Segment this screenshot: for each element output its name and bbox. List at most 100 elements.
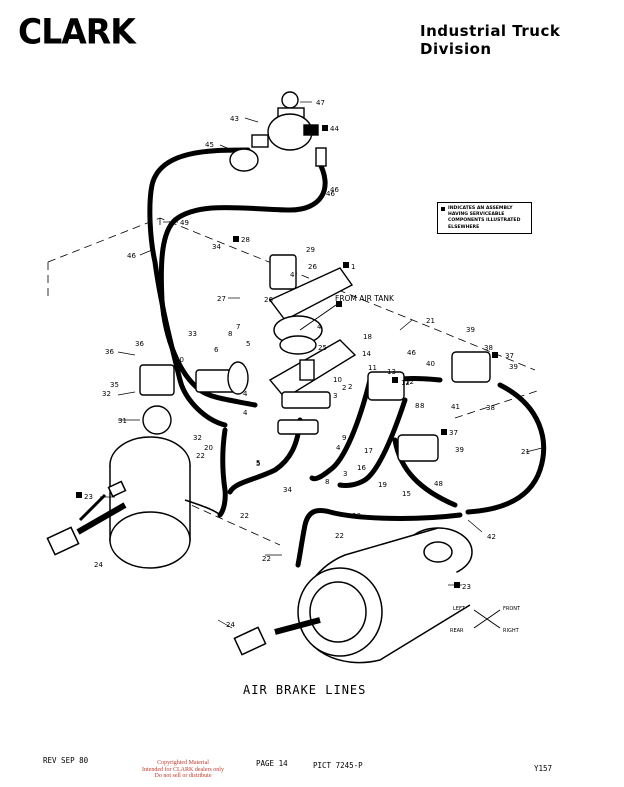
callout: 4 [336, 444, 341, 452]
clark-logo: CLARK [18, 11, 136, 52]
direction-compass [473, 609, 501, 629]
leader-lines [100, 101, 543, 629]
direction-right: RIGHT [503, 628, 520, 634]
legend-line-2: HAVING SERVICEABLE [448, 212, 505, 218]
callout: 12 [401, 379, 410, 387]
callout: 40 [426, 360, 435, 368]
left-valve-assembly [139, 361, 249, 435]
callout: 26 [308, 263, 317, 271]
callout: 22 [196, 452, 205, 460]
callout: 8 [420, 402, 424, 410]
callout: 39 [455, 446, 464, 454]
picture-number: PICT 7245-P [313, 761, 363, 770]
callout: 46 [407, 349, 416, 357]
callout: 19 [378, 481, 387, 489]
callout: 21 [521, 448, 530, 456]
callout: 2 [342, 384, 346, 392]
callout: 48 [434, 480, 443, 488]
callout: 34 [212, 243, 221, 251]
callout: 20 [204, 444, 213, 452]
legend-line-3: COMPONENTS ILLUSTRATED [448, 218, 521, 224]
callout-labels: 47 43 44 45 46 49 28 29 34 1 46 26 4 27 … [84, 99, 530, 629]
callout: 32 [102, 390, 111, 398]
callout: 47 [316, 99, 325, 107]
callout: 1 [351, 263, 355, 271]
callout: 31 [118, 417, 127, 425]
callout: 46 [330, 186, 339, 194]
callout: 24 [94, 561, 103, 569]
division-line-2: Division [420, 40, 492, 58]
callout: 4 [290, 271, 295, 279]
callout: 23 [84, 493, 93, 501]
callout: 5 [256, 459, 260, 467]
division-title: Industrial Truck Division [420, 22, 560, 58]
legend-line-1: INDICATES AN ASSEMBLY [448, 206, 513, 211]
callout: 20 [352, 512, 361, 520]
direction-rear: REAR [450, 628, 464, 634]
callout: 35 [110, 381, 119, 389]
callout: 15 [402, 490, 411, 498]
callout: 17 [364, 447, 373, 455]
callout: 39 [466, 326, 475, 334]
air-lines [147, 147, 547, 568]
callout: 21 [426, 317, 435, 325]
callout: 12 [405, 378, 414, 386]
callout: 4 [317, 323, 322, 331]
callout: 22 [262, 555, 271, 563]
callout: 3 [343, 470, 347, 478]
callout: 4 [243, 390, 248, 398]
right-brake-chamber [233, 527, 473, 664]
callout: 36 [135, 340, 144, 348]
callout: 18 [363, 333, 372, 341]
callout: 14 [362, 350, 371, 358]
callout: 43 [230, 115, 239, 123]
copyright-line-2: Intended for CLARK dealers only [142, 766, 224, 773]
callout: 44 [330, 125, 339, 133]
callout: 29 [306, 246, 315, 254]
callout: 46 [326, 190, 335, 198]
copyright-line-3: Do not sell or distribute [154, 773, 212, 780]
callout: 3 [333, 392, 337, 400]
callout: 45 [205, 141, 214, 149]
left-brake-chamber [46, 436, 221, 569]
page-number: PAGE 14 [256, 759, 288, 768]
callout: 32 [193, 434, 202, 442]
callout: 37 [505, 352, 514, 360]
callout: 42 [487, 533, 496, 541]
callout: 27 [217, 295, 226, 303]
direction-left: LEFT [453, 606, 466, 612]
callout: 23 [462, 583, 471, 591]
callout: 4 [243, 409, 248, 417]
callout: 25 [318, 344, 327, 352]
callout: 39 [509, 363, 518, 371]
callout: 16 [357, 464, 366, 472]
callout: 22 [240, 512, 249, 520]
document-code: Y157 [534, 764, 553, 773]
from-air-tank-label: FROM AIR TANK [335, 294, 395, 303]
callout: 28 [241, 236, 250, 244]
copyright-notice: Copyrighted Material Intended for CLARK … [138, 760, 228, 780]
callout: 46 [127, 252, 136, 260]
callout: 11 [368, 364, 377, 372]
callout: 6 [214, 346, 219, 354]
quick-release-valve [229, 91, 327, 172]
assembly-legend: INDICATES AN ASSEMBLY HAVING SERVICEABLE… [437, 202, 532, 234]
callout: 2 [348, 383, 352, 391]
callout: 26 [264, 296, 273, 304]
callout: 5 [256, 460, 260, 468]
callout: 22 [335, 532, 344, 540]
callout: 8 [415, 402, 419, 410]
callout: 30 [175, 356, 184, 364]
callout: 5 [246, 340, 250, 348]
copyright-line-1: Copyrighted Material [157, 760, 209, 766]
callout: 33 [188, 330, 197, 338]
brake-valve-assembly [268, 254, 491, 462]
revision-date: REV SEP 80 [43, 756, 89, 765]
from-air-tank-arrow [299, 304, 337, 331]
callout: 36 [105, 348, 114, 356]
direction-front: FRONT [503, 606, 521, 612]
callout: 10 [333, 376, 342, 384]
callout: 37 [449, 429, 458, 437]
